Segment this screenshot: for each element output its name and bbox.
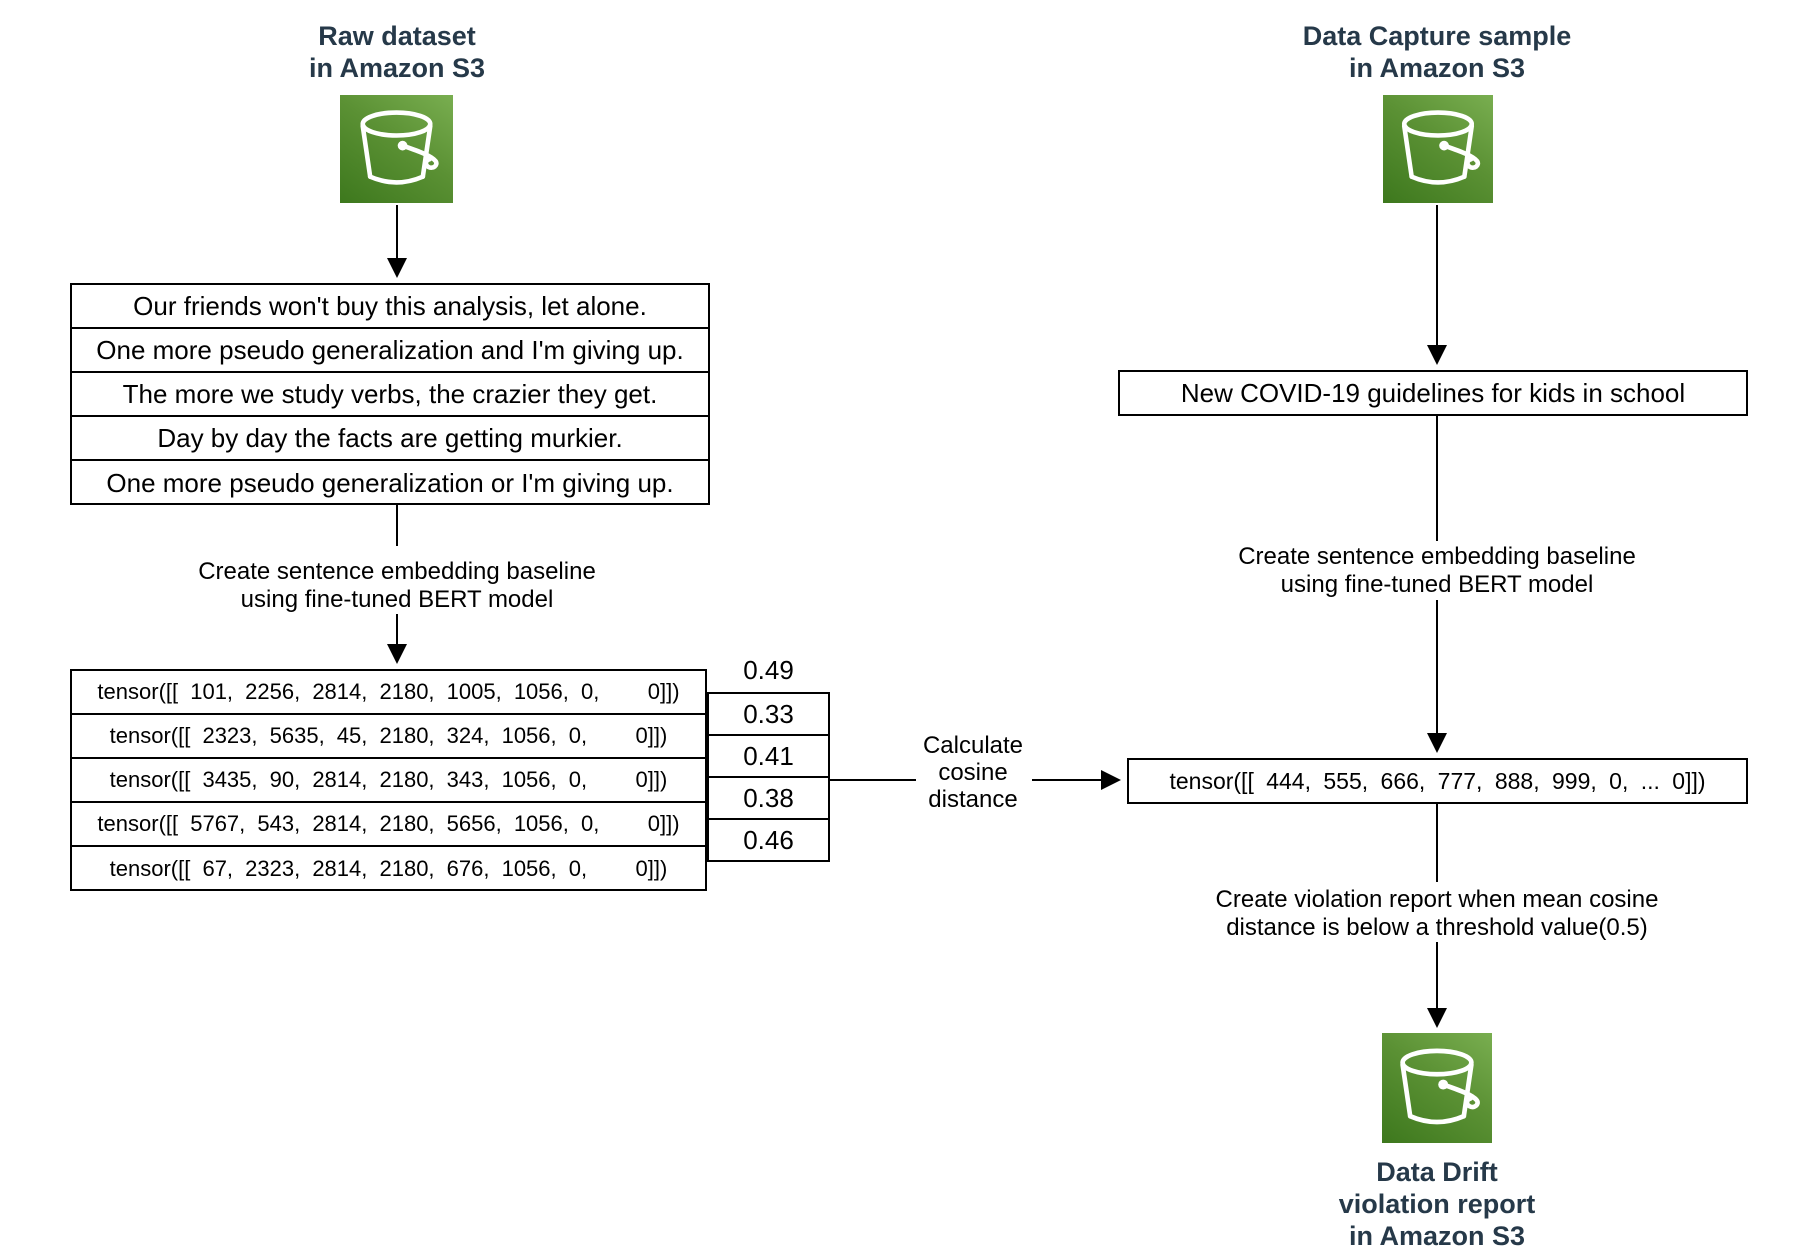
tensor-row: tensor([[ 2323, 5635, 45, 2180, 324, 105… [72,715,705,759]
cosine-distance-list: 0.33 0.41 0.38 0.46 [707,692,830,862]
data-capture-title: Data Capture sample in Amazon S3 [1287,20,1587,84]
left-embed-step-label: Create sentence embedding baseline using… [97,558,697,614]
cosine-distance-value: 0.38 [707,776,830,820]
violation-label-line1: Create violation report when mean cosine [1215,886,1659,913]
tensor-row: tensor([[ 5767, 543, 2814, 2180, 5656, 1… [72,803,705,847]
calc-label-line1: Calculate [922,732,1024,759]
raw-dataset-title: Raw dataset in Amazon S3 [247,20,547,84]
data-capture-bucket [1383,95,1493,203]
data-capture-title-line2: in Amazon S3 [1348,53,1526,83]
tensor-row: tensor([[ 101, 2256, 2814, 2180, 1005, 1… [72,671,705,715]
s3-bucket-icon [1382,1033,1492,1143]
raw-dataset-bucket [340,95,453,203]
calculate-cosine-distance-label: Calculate cosine distance [873,732,1073,813]
violation-report-bucket [1382,1033,1492,1143]
sentence-row: The more we study verbs, the crazier the… [72,373,708,417]
capture-sample-sentence-box: New COVID-19 guidelines for kids in scho… [1118,370,1748,416]
right-embed-step-label-line1: Create sentence embedding baseline [1238,543,1636,570]
raw-sentence-list: Our friends won't buy this analysis, let… [70,283,710,505]
violation-label-line2: distance is below a threshold value(0.5) [1226,914,1648,941]
tensor-row: tensor([[ 3435, 90, 2814, 2180, 343, 105… [72,759,705,803]
right-embed-step-label: Create sentence embedding baseline using… [1137,543,1737,599]
sentence-row: One more pseudo generalization and I'm g… [72,329,708,373]
raw-dataset-title-line1: Raw dataset [318,21,476,51]
s3-bucket-icon [340,95,453,203]
calc-label-line3: distance [928,786,1018,813]
baseline-tensor-list: tensor([[ 101, 2256, 2814, 2180, 1005, 1… [70,669,707,891]
left-embed-step-label-line1: Create sentence embedding baseline [198,558,596,585]
raw-dataset-title-line2: in Amazon S3 [308,53,486,83]
calc-label-line2: cosine [938,759,1008,786]
sentence-row: Day by day the facts are getting murkier… [72,417,708,461]
violation-report-title-line3: in Amazon S3 [1348,1221,1526,1251]
cosine-distance-value: 0.33 [707,692,830,736]
cosine-distance-value: 0.41 [707,734,830,778]
cosine-distance-value: 0.46 [707,818,830,862]
violation-report-title: Data Drift violation report in Amazon S3 [1287,1156,1587,1252]
violation-report-step-label: Create violation report when mean cosine… [1087,886,1787,942]
sentence-row: Our friends won't buy this analysis, let… [72,285,708,329]
data-capture-title-line1: Data Capture sample [1302,21,1572,51]
violation-report-title-line2: violation report [1338,1189,1536,1219]
cosine-distance-top-value: 0.49 [743,654,794,685]
left-embed-step-label-line2: using fine-tuned BERT model [240,586,554,613]
tensor-row: tensor([[ 67, 2323, 2814, 2180, 676, 105… [109,856,668,881]
right-embed-step-label-line2: using fine-tuned BERT model [1280,571,1594,598]
sentence-row: One more pseudo generalization or I'm gi… [106,467,674,498]
sample-tensor-box: tensor([[ 444, 555, 666, 777, 888, 999, … [1127,758,1748,804]
violation-report-title-line1: Data Drift [1376,1157,1498,1187]
s3-bucket-icon [1383,95,1493,203]
